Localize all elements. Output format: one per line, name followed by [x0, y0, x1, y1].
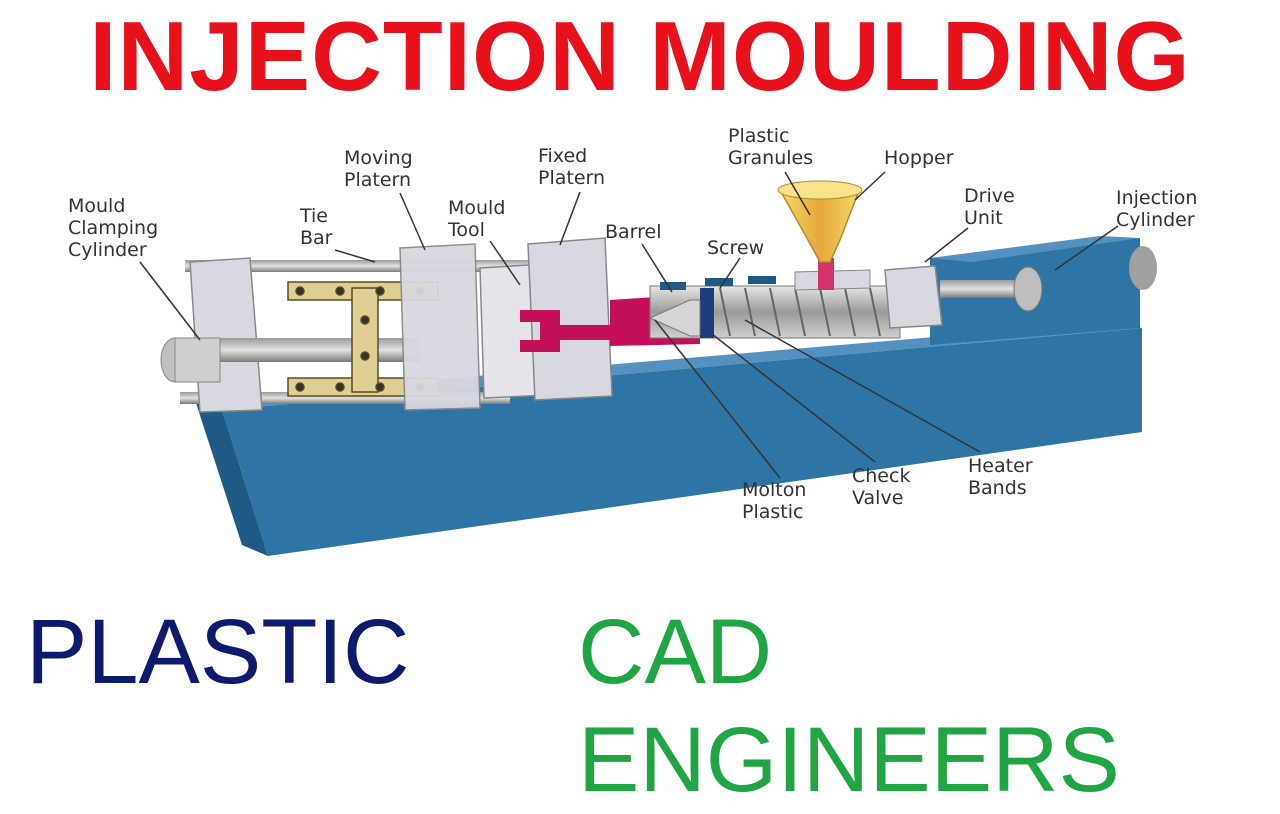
injection-rod [940, 280, 1030, 298]
label-hopper: Hopper [884, 147, 954, 169]
diagram-labels: Mould Clamping Cylinder Tie Bar Moving P… [68, 125, 1204, 523]
drive-end-cap [1129, 246, 1157, 290]
injection-piston [1013, 266, 1043, 312]
label-drive-unit: Drive Unit [964, 185, 1021, 229]
label-screw: Screw [707, 237, 764, 259]
label-moving-platern: Moving Platern [344, 147, 419, 191]
label-plastic-granules: Plastic Granules [728, 125, 813, 169]
check-valve-ring [700, 288, 714, 338]
label-heater-bands: Heater Bands [968, 455, 1039, 499]
granule-feed [818, 258, 834, 290]
label-tie-bar: Tie Bar [299, 205, 334, 249]
screw-flights [719, 287, 881, 337]
label-check-valve: Check Valve [852, 465, 917, 509]
base-left [195, 400, 268, 556]
rear-platen [189, 257, 263, 413]
footer-left-text: PLASTIC [26, 601, 410, 703]
clamp-cylinder [174, 337, 221, 383]
pointer-lines [139, 171, 1119, 479]
nozzle-tip [648, 299, 701, 337]
mould-cavity [520, 310, 610, 352]
heater-bands [660, 276, 776, 290]
hopper-top [777, 180, 863, 200]
label-barrel: Barrel [605, 221, 662, 243]
base-front [222, 328, 1142, 556]
footer-right-text: CAD ENGINEERS [578, 601, 1120, 811]
clamp-rod [210, 338, 420, 362]
label-mould-tool: Mould Tool [447, 197, 511, 241]
page-title: INJECTION MOULDING [89, 1, 1191, 111]
drive-housing-top [930, 236, 1140, 262]
moving-platen [399, 243, 481, 411]
label-injection-cylinder: Injection Cylinder [1116, 187, 1204, 231]
injection-unit [610, 180, 1043, 346]
clamping-unit [160, 237, 613, 413]
label-fixed-platern: Fixed Platern [538, 145, 605, 189]
label-mould-clamping-cylinder: Mould Clamping Cylinder [68, 195, 164, 261]
injection-moulding-diagram: Mould Clamping Cylinder Tie Bar Moving P… [68, 125, 1204, 556]
drive-unit-block [884, 265, 943, 329]
label-molton-plastic: Molton Plastic [742, 479, 812, 523]
